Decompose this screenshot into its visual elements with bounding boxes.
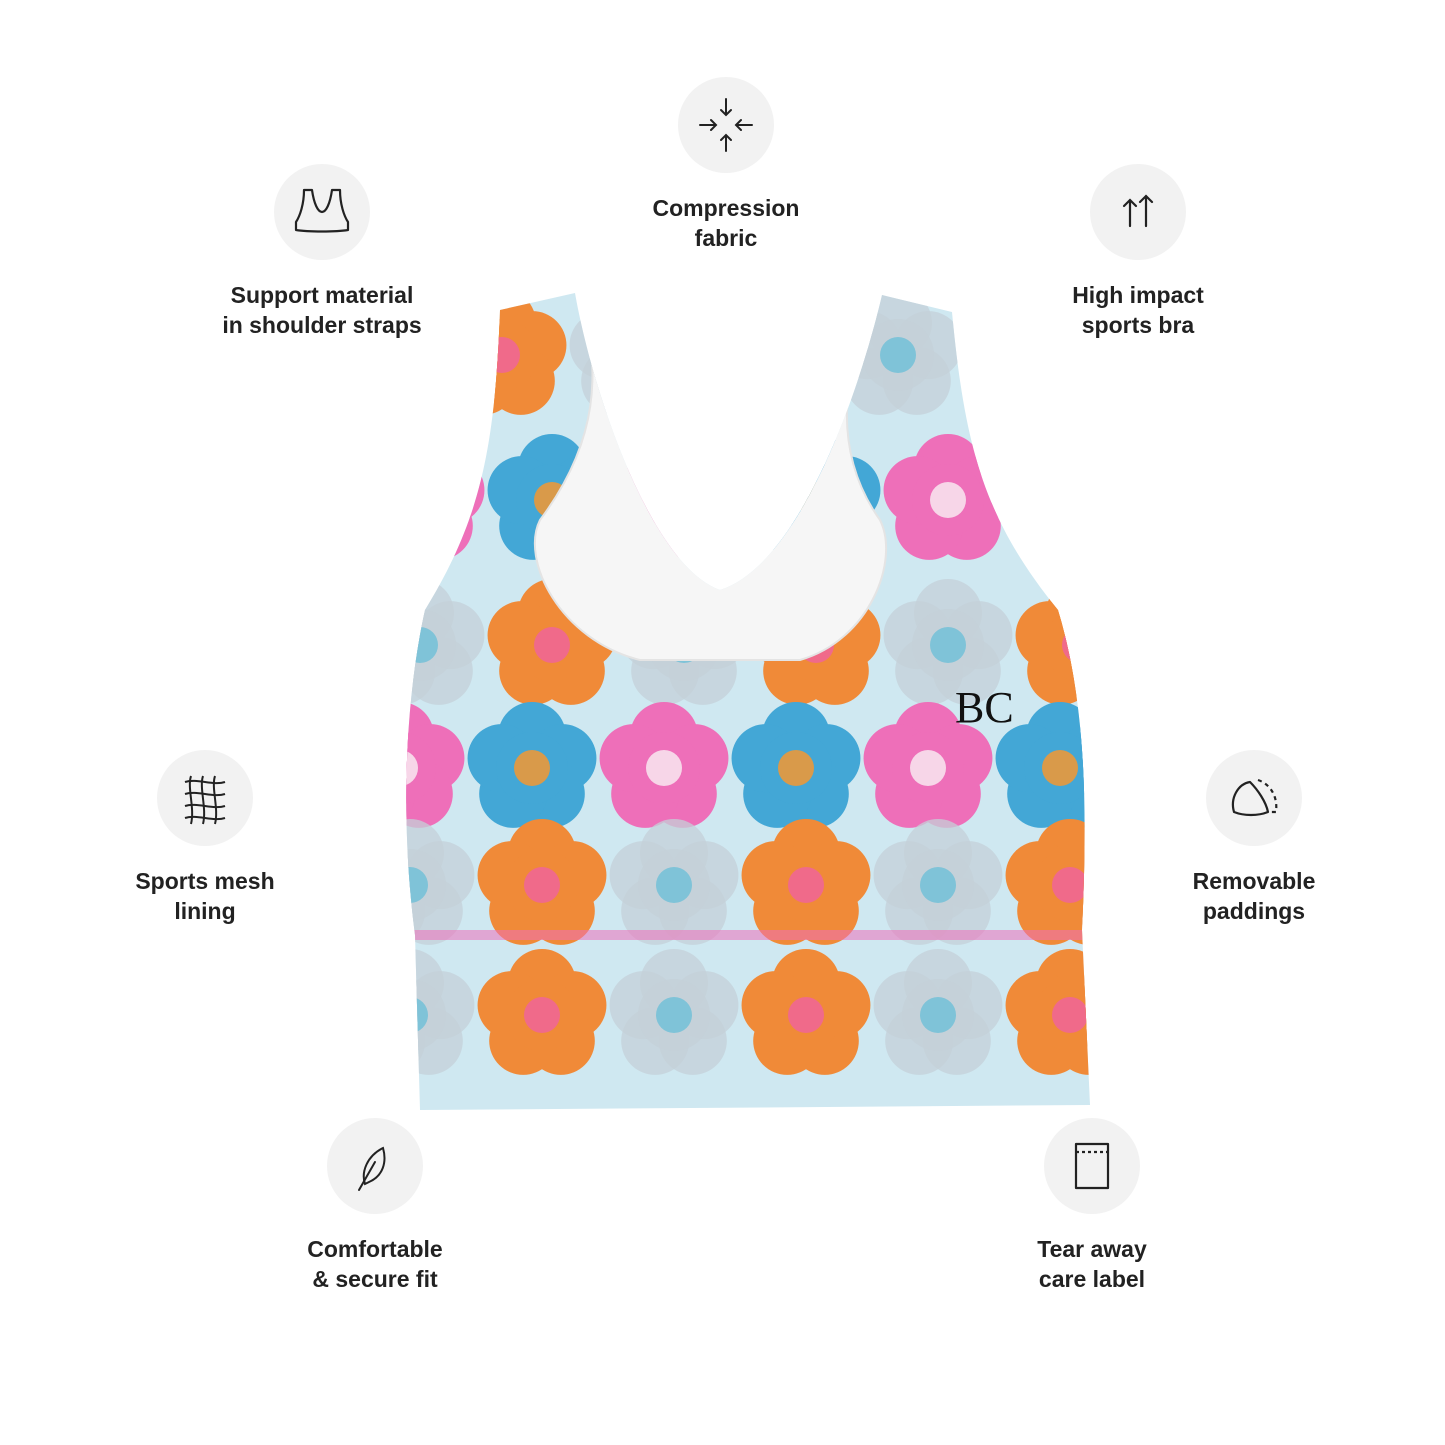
compression-arrows-icon — [678, 77, 774, 173]
mesh-net-icon — [157, 750, 253, 846]
feature-line2: sports bra — [1081, 312, 1195, 338]
care-label-icon — [1044, 1118, 1140, 1214]
flower-motif — [873, 819, 1003, 945]
feature-line2: in shoulder straps — [222, 312, 422, 338]
feature-line2: fabric — [694, 225, 758, 251]
feature-line1: Support material — [230, 282, 414, 308]
flower-motif — [863, 702, 993, 828]
feature-line2: paddings — [1202, 898, 1306, 924]
flower-motif — [741, 819, 871, 945]
feature-line1: Comfortable — [307, 1236, 443, 1262]
feature-line1: Tear away — [1037, 1236, 1147, 1262]
feature-mesh: Sports mesh lining — [75, 750, 335, 926]
flower-motif — [467, 702, 597, 828]
flower-motif — [741, 949, 871, 1075]
feature-support: Support material in shoulder straps — [192, 164, 452, 340]
flower-motif — [406, 702, 465, 828]
flower-motif — [1015, 434, 1090, 560]
flower-motif — [406, 434, 485, 560]
feature-comfort: Comfortable & secure fit — [245, 1118, 505, 1294]
feature-paddings: Removable paddings — [1124, 750, 1384, 926]
flower-motif — [477, 949, 607, 1075]
feather-icon — [327, 1118, 423, 1214]
feature-line2: care label — [1038, 1266, 1146, 1292]
flower-motif — [599, 702, 729, 828]
feature-compression: Compression fabric — [596, 77, 856, 253]
svg-text:BC: BC — [955, 683, 1014, 732]
brand-logo: BC — [955, 683, 1014, 732]
feature-line2: lining — [174, 898, 236, 924]
flower-motif — [569, 293, 699, 415]
up-arrows-icon — [1090, 164, 1186, 260]
padding-cup-icon — [1206, 750, 1302, 846]
feature-line1: Compression — [652, 195, 800, 221]
flower-motif — [833, 293, 963, 415]
feature-line1: Removable — [1192, 868, 1316, 894]
flower-motif — [609, 949, 739, 1075]
feature-line1: Sports mesh — [135, 868, 275, 894]
feature-line2: & secure fit — [312, 1266, 438, 1292]
flower-motif — [995, 702, 1090, 828]
feature-line1: High impact — [1072, 282, 1204, 308]
feature-tear-label: Tear away care label — [962, 1118, 1222, 1294]
flower-motif — [883, 579, 1013, 705]
flower-motif — [609, 819, 739, 945]
flower-motif — [701, 293, 831, 415]
flower-motif — [873, 949, 1003, 1075]
feature-high-impact: High impact sports bra — [1008, 164, 1268, 340]
flower-motif — [477, 819, 607, 945]
shoulder-straps-icon — [274, 164, 370, 260]
flower-motif — [731, 702, 861, 828]
